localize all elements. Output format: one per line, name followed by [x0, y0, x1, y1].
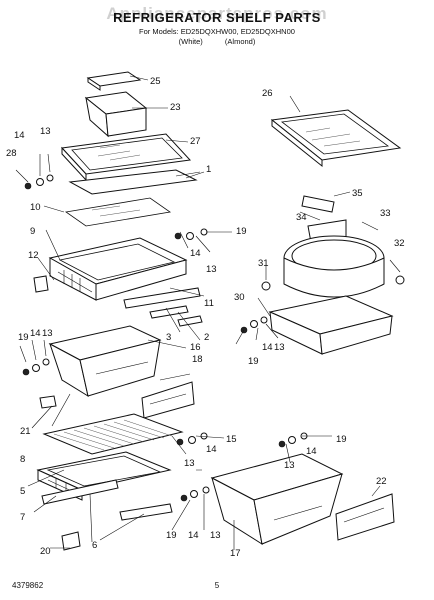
- part-7-rail: [41, 479, 119, 505]
- part-10-glass-insert: [64, 197, 172, 227]
- part-22-drawer-front: [335, 493, 395, 541]
- callout-6: 6: [92, 540, 97, 551]
- callout-19d: 19: [336, 434, 347, 445]
- part-3-rail: [149, 305, 189, 319]
- callout-10: 10: [30, 202, 41, 213]
- callout-13g: 13: [210, 530, 221, 541]
- part-35-bracket: [301, 195, 335, 213]
- callout-30: 30: [234, 292, 245, 303]
- part-25-lid: [86, 71, 142, 91]
- part-23-dairy-bin: [84, 91, 148, 138]
- callout-16: 16: [190, 342, 201, 353]
- part-18-drawer-front: [141, 381, 195, 419]
- callout-35: 35: [352, 188, 363, 199]
- part-8-wire-shelf: [42, 413, 184, 455]
- callout-31: 31: [258, 258, 269, 269]
- callout-32: 32: [394, 238, 405, 249]
- part-17-pantry-drawer: [210, 453, 344, 546]
- callout-13b: 13: [206, 264, 217, 275]
- callout-26: 26: [262, 88, 273, 99]
- callout-19c: 19: [248, 356, 259, 367]
- callout-27: 27: [190, 136, 201, 147]
- color-variants: (White) (Almond): [0, 37, 434, 46]
- callout-18: 18: [192, 354, 203, 365]
- callout-14e: 14: [206, 444, 217, 455]
- part-26-glass-shelf: [270, 109, 402, 168]
- part-11-rail: [123, 287, 201, 309]
- callout-12: 12: [28, 250, 39, 261]
- hardware-screws: [22, 174, 308, 502]
- callout-15: 15: [226, 434, 237, 445]
- callout-14d: 14: [262, 342, 273, 353]
- callout-22: 22: [376, 476, 387, 487]
- callout-14b: 14: [190, 248, 201, 259]
- document-part-number: 4379862: [12, 581, 44, 590]
- callout-19a: 19: [236, 226, 247, 237]
- callout-7: 7: [20, 512, 25, 523]
- callouts: 25 23 27 1 10 9 14 13 28 26 35 34 33 32 …: [6, 76, 405, 559]
- callout-3: 3: [166, 332, 171, 343]
- callout-25: 25: [150, 76, 161, 87]
- callout-14a: 14: [14, 130, 25, 141]
- part-12-clip: [33, 275, 49, 293]
- model-numbers: For Models: ED25DQXHW00, ED25DQXHN00: [139, 27, 295, 36]
- callout-14c: 14: [30, 328, 41, 339]
- part-33-crisper-ring: [283, 235, 385, 298]
- callout-19b: 19: [18, 332, 29, 343]
- callout-21: 21: [20, 426, 31, 437]
- watermark: Appliancepartspros.com: [106, 4, 328, 23]
- callout-34: 34: [296, 212, 307, 223]
- callout-13e: 13: [184, 458, 195, 469]
- leader-lines: [15, 75, 401, 550]
- part-6-rail: [119, 503, 173, 521]
- callout-13a: 13: [40, 126, 51, 137]
- color-almond: (Almond): [224, 37, 256, 46]
- callout-20: 20: [40, 546, 51, 557]
- part-27-glass-shelf: [60, 133, 192, 182]
- callout-11: 11: [204, 298, 214, 309]
- callout-13f: 13: [284, 460, 295, 471]
- callout-13d: 13: [274, 342, 285, 353]
- callout-2: 2: [204, 332, 209, 343]
- part-21-clip: [39, 395, 57, 409]
- part-31-pivot: [261, 281, 271, 291]
- part-16-crisper-drawer: [48, 325, 162, 398]
- callout-19e: 19: [166, 530, 177, 541]
- callout-23: 23: [170, 102, 181, 113]
- page-title: REFRIGERATOR SHELF PARTS: [113, 10, 321, 25]
- page-number: 5: [214, 581, 220, 590]
- callout-13c: 13: [42, 328, 53, 339]
- callout-28: 28: [6, 148, 17, 159]
- callout-1: 1: [206, 164, 211, 175]
- part-1-shelf-rail: [68, 169, 201, 195]
- part-2-rail: [177, 315, 203, 327]
- callout-14f: 14: [306, 446, 317, 457]
- color-white: (White): [178, 37, 203, 46]
- callout-33: 33: [380, 208, 391, 219]
- part-20-clip: [61, 531, 81, 551]
- callout-5: 5: [20, 486, 25, 497]
- part-9-crisper-cover-frame: [48, 237, 188, 301]
- callout-8: 8: [20, 454, 25, 465]
- callout-17: 17: [230, 548, 241, 559]
- callout-14g: 14: [188, 530, 199, 541]
- part-30-tray: [268, 295, 394, 355]
- callout-9: 9: [30, 226, 35, 237]
- part-32-pivot: [395, 275, 405, 285]
